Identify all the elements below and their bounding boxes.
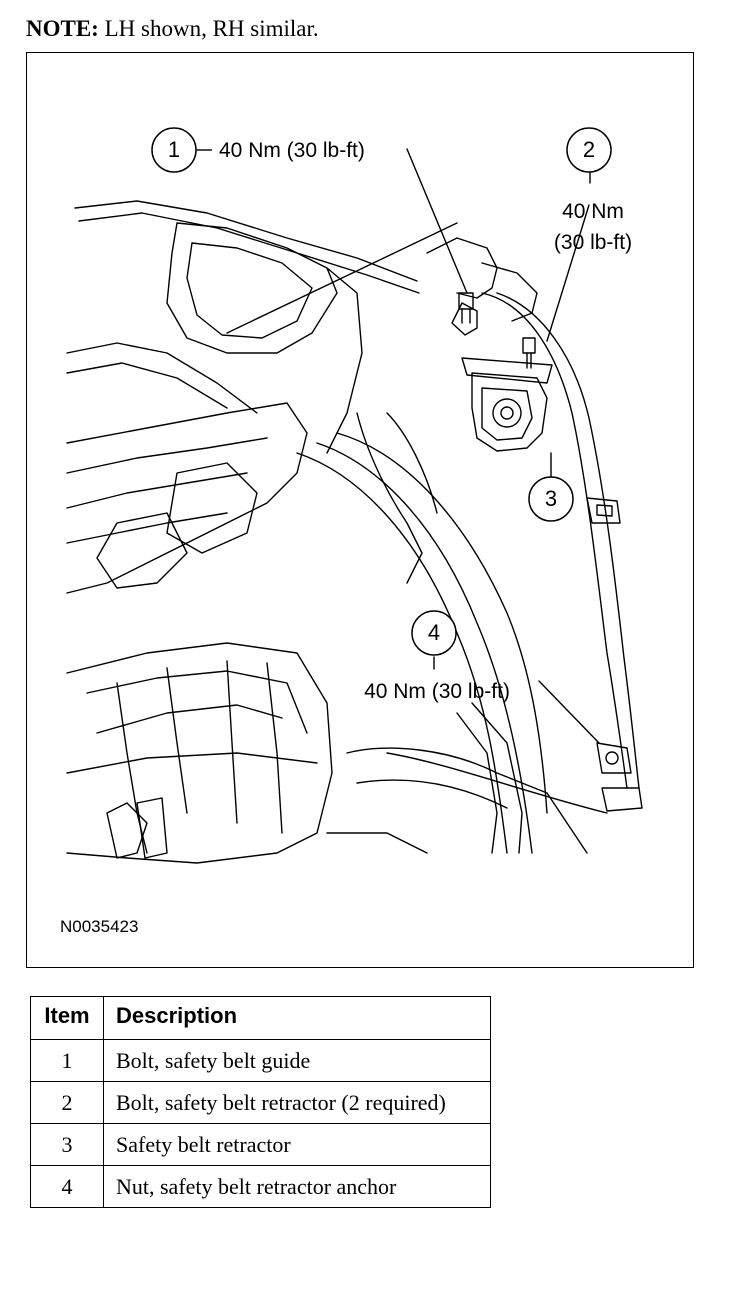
legend-row: 1 Bolt, safety belt guide [30, 1039, 491, 1082]
legend-row: 4 Nut, safety belt retractor anchor [30, 1165, 491, 1208]
callout-1-number: 1 [168, 137, 180, 162]
legend-item-description: Nut, safety belt retractor anchor [103, 1165, 491, 1208]
legend-header-item: Item [30, 996, 104, 1040]
note-line: NOTE: LH shown, RH similar. [26, 16, 319, 42]
legend-header-description: Description [103, 996, 491, 1040]
legend-header-row: Item Description [30, 996, 491, 1040]
note-prefix: NOTE: [26, 16, 99, 41]
callout-3-number: 3 [545, 486, 557, 511]
legend-row: 2 Bolt, safety belt retractor (2 require… [30, 1081, 491, 1124]
callout-2-number: 2 [583, 137, 595, 162]
legend-item-number: 2 [30, 1081, 104, 1124]
callout-circle-3 [528, 476, 574, 522]
callout-1-torque: 40 Nm (30 lb-ft) [219, 139, 365, 162]
callout-4-torque: 40 Nm (30 lb-ft) [364, 680, 510, 703]
legend-table: Item Description 1 Bolt, safety belt gui… [30, 996, 491, 1208]
callout-2-torque-line1: 40 Nm [562, 200, 624, 223]
note-text: LH shown, RH similar. [104, 16, 319, 41]
vehicle-body-drawing: 1 40 Nm (30 lb-ft) 2 40 Nm (30 lb-ft) 3 … [66, 127, 643, 864]
legend-item-number: 3 [30, 1123, 104, 1166]
legend-item-number: 4 [30, 1165, 104, 1208]
legend-item-number: 1 [30, 1039, 104, 1082]
callout-2-torque-line2: (30 lb-ft) [554, 231, 632, 254]
figure-id: N0035423 [60, 917, 139, 936]
legend-row: 3 Safety belt retractor [30, 1123, 491, 1166]
legend-item-description: Bolt, safety belt retractor (2 required) [103, 1081, 491, 1124]
callout-circle-4 [411, 610, 457, 656]
legend-item-description: Bolt, safety belt guide [103, 1039, 491, 1082]
exploded-view-figure: 1 40 Nm (30 lb-ft) 2 40 Nm (30 lb-ft) 3 … [26, 52, 694, 968]
callout-4-number: 4 [428, 620, 440, 645]
callout-circle-2 [566, 127, 612, 173]
legend-item-description: Safety belt retractor [103, 1123, 491, 1166]
